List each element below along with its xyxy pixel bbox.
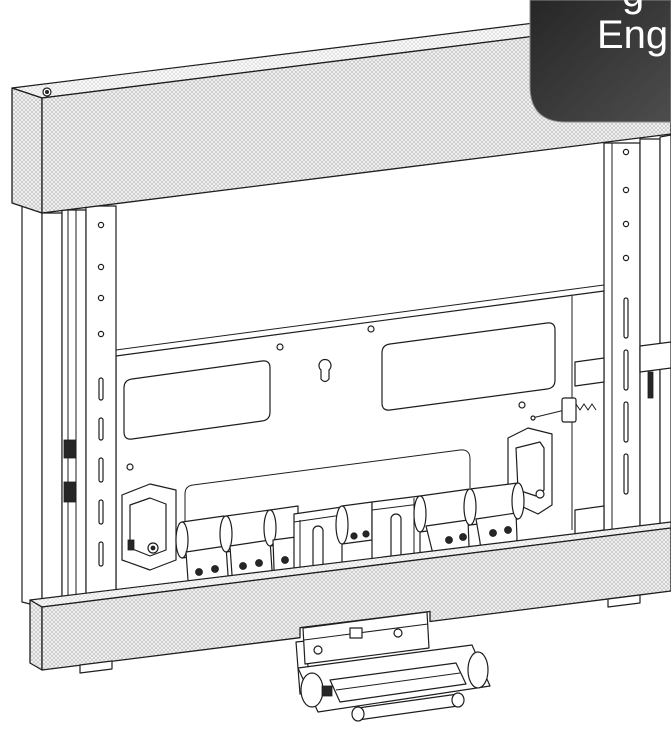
hinge-unit xyxy=(463,482,525,549)
rail-hole xyxy=(622,254,630,262)
right-post-side xyxy=(659,134,671,530)
rail-slot xyxy=(623,401,629,443)
rail-slot xyxy=(98,499,104,525)
left-post-hinge xyxy=(63,439,77,459)
language-tab: g Eng xyxy=(529,0,671,123)
plate-screw xyxy=(393,628,403,638)
rail-hole xyxy=(622,148,630,156)
tray-latch xyxy=(321,685,333,697)
bottom-fabric-bar xyxy=(29,521,671,674)
mounting-plate xyxy=(302,611,430,665)
hanging-bracket xyxy=(295,611,491,722)
left-foot xyxy=(79,660,113,674)
upper-shelf-block xyxy=(574,357,605,387)
hinge-screw xyxy=(489,529,497,537)
hinge-screw xyxy=(255,559,263,567)
left-cutout xyxy=(123,360,271,440)
pin-assembly xyxy=(530,397,597,423)
mounting-hole xyxy=(126,463,134,471)
bottom-bar-front-face xyxy=(41,527,671,671)
hinge-screw xyxy=(504,526,512,534)
tray-inner xyxy=(329,662,467,703)
rail-slot xyxy=(98,377,104,401)
mounting-hole xyxy=(276,343,284,351)
mounting-hole xyxy=(367,325,375,333)
hinge-screw xyxy=(239,562,247,570)
keyhole xyxy=(318,359,332,383)
rail-hole xyxy=(97,263,105,271)
bottom-bar-left-face xyxy=(29,599,43,671)
lower-shelf-block xyxy=(574,505,605,535)
rail-hole xyxy=(97,294,105,302)
top-bar-front-face xyxy=(41,18,671,214)
frame-top-member xyxy=(115,284,605,351)
left-bracket xyxy=(121,483,177,571)
hinge-screw xyxy=(211,565,219,573)
rail-hole xyxy=(97,330,105,338)
top-fabric-bar xyxy=(11,5,671,214)
right-rail xyxy=(603,142,641,539)
rail-slot xyxy=(98,457,104,483)
hinge-unit xyxy=(335,501,373,545)
plate-tab xyxy=(349,627,363,639)
hinge-screw xyxy=(281,556,289,564)
rail-slot xyxy=(623,349,629,391)
language-tab-label: Eng xyxy=(597,13,668,57)
rail-hole xyxy=(97,221,105,229)
right-post-front xyxy=(639,138,661,530)
rail-slot xyxy=(623,453,629,495)
pin-holder xyxy=(561,397,577,423)
rail-hole xyxy=(622,220,630,228)
left-rail xyxy=(85,205,117,605)
language-tab-label-top: g xyxy=(622,0,644,15)
left-post-hinge xyxy=(63,481,77,503)
roller-end-cap xyxy=(511,482,525,520)
hinge-screw xyxy=(350,532,358,540)
side-bracket xyxy=(639,341,671,373)
lower-cutout xyxy=(184,449,471,522)
left-post xyxy=(21,202,117,608)
hinge-unit xyxy=(263,505,299,575)
left-knuckle xyxy=(300,672,324,708)
hinge-unit xyxy=(413,488,471,557)
right-foot xyxy=(607,594,641,608)
hinge-screw xyxy=(459,533,467,541)
top-bar-left-face xyxy=(11,87,43,214)
rail-hole xyxy=(622,186,630,194)
bracket-screw xyxy=(535,489,545,499)
rail-slot xyxy=(98,541,104,567)
side-bracket-tab xyxy=(647,371,654,399)
plate-screw xyxy=(313,645,323,655)
hinge-screw xyxy=(195,568,203,576)
hinge-screw xyxy=(445,536,453,544)
rail-slot xyxy=(98,417,104,441)
left-post-front xyxy=(41,212,63,608)
mounting-hole xyxy=(518,401,526,409)
hinge-screw xyxy=(362,530,370,538)
left-post-side xyxy=(21,202,43,608)
right-post xyxy=(603,134,671,539)
left-post-channel xyxy=(61,209,87,605)
rail-slot xyxy=(623,297,629,339)
right-knuckle xyxy=(467,651,489,689)
locking-pin xyxy=(531,409,566,419)
pin-spring xyxy=(575,403,597,411)
language-tab-background xyxy=(529,0,671,123)
right-cutout xyxy=(381,322,556,411)
